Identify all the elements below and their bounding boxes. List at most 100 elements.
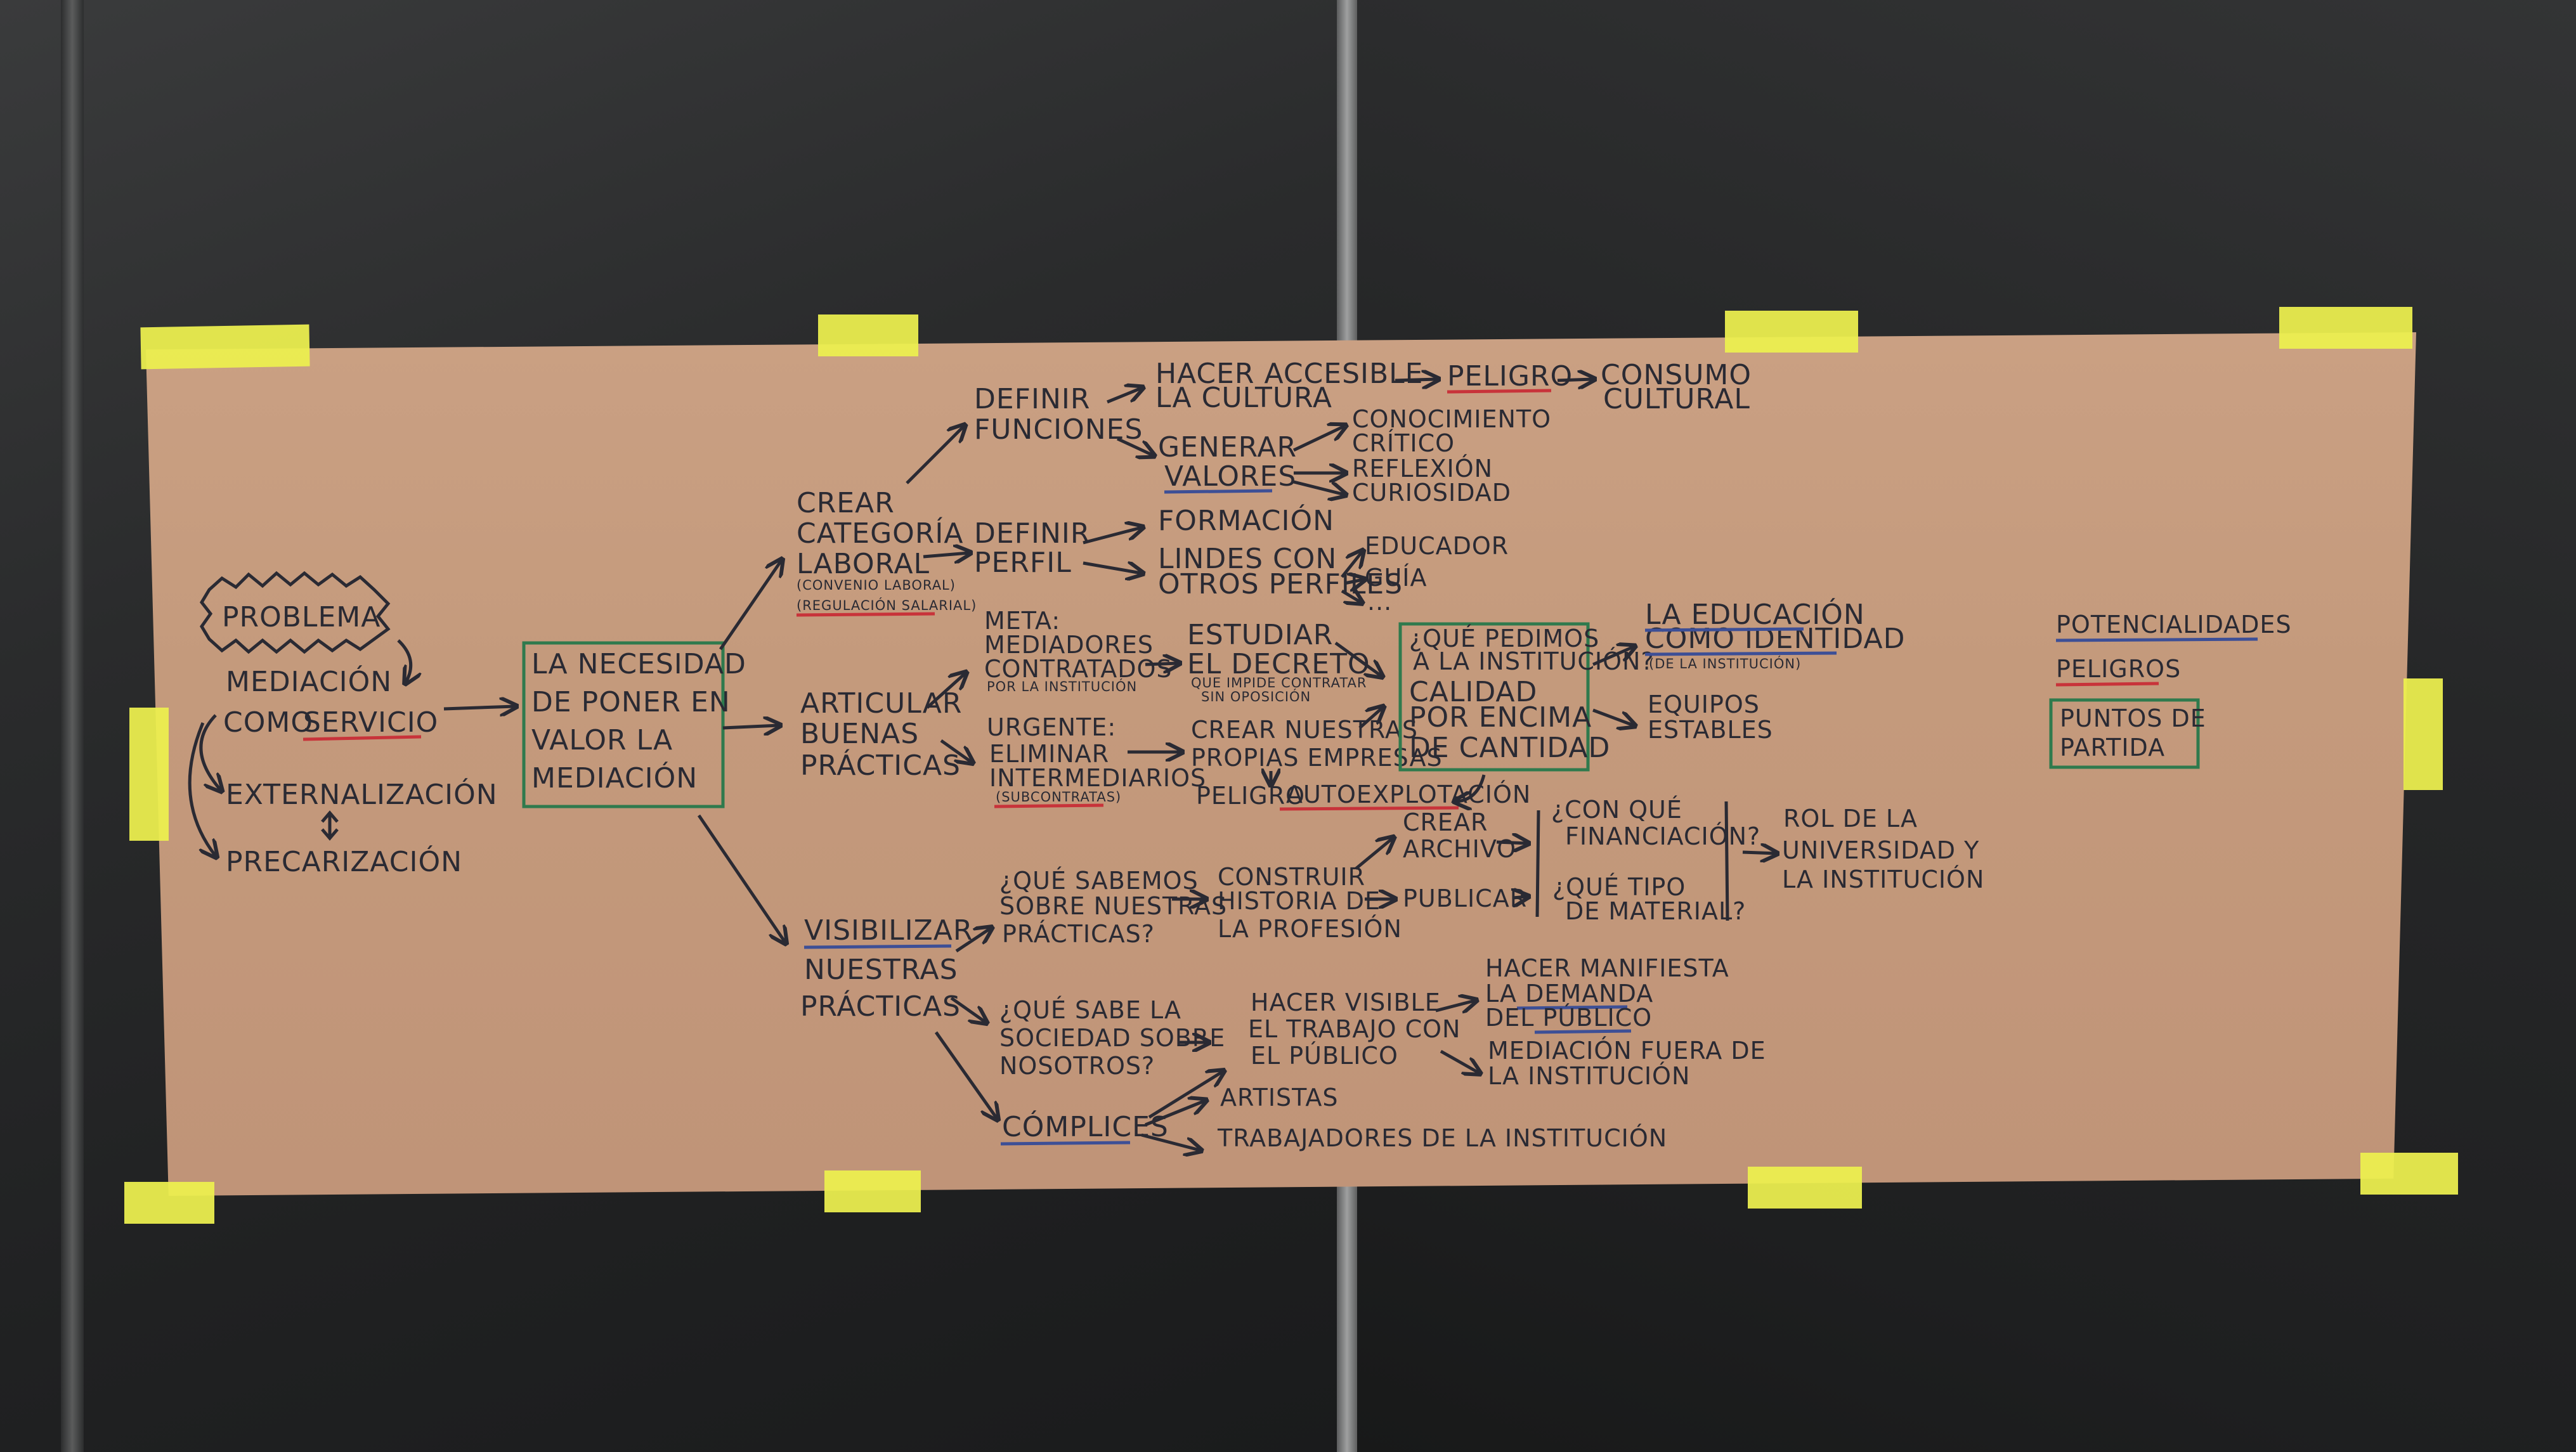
perfil-guia: GUÍA — [1365, 564, 1427, 592]
arrow-box-loop — [1456, 774, 1486, 801]
arrow-meta-to-estudiar — [1145, 663, 1178, 664]
trabajadores-text: TRABAJADORES DE LA INSTITUCIÓN — [1217, 1124, 1667, 1152]
arrow-construir-to-archivo — [1355, 838, 1393, 870]
convenio-note: (CONVENIO LABORAL) — [797, 578, 956, 593]
legend-blue-line — [2055, 637, 2258, 642]
problema-burst — [199, 571, 391, 654]
tape-left-middle — [129, 708, 169, 841]
visibilizar-underline — [803, 944, 952, 949]
tape-bottom-left — [124, 1182, 214, 1224]
hacer-accesible-1: HACER ACCESIBLE — [1155, 358, 1423, 390]
complices-underline — [1000, 1141, 1131, 1146]
crear-empresas-1: CREAR NUESTRAS — [1191, 716, 1418, 744]
demanda-underline — [1516, 1005, 1628, 1010]
manifiesta-3: DEL PÚBLICO — [1485, 1004, 1652, 1032]
valor-conocimiento: CONOCIMIENTO — [1352, 405, 1551, 433]
pedimos-2: A LA INSTITUCIÓN? — [1413, 647, 1655, 675]
arrow-accesible-to-peligro — [1395, 379, 1437, 380]
arrow-funciones-to-accesible — [1107, 388, 1142, 404]
hacer-accesible-2: LA CULTURA — [1155, 382, 1332, 414]
fuera-2: LA INSTITUCIÓN — [1488, 1062, 1690, 1090]
legend-red-line — [2055, 682, 2159, 687]
sabe-2: SOCIEDAD SOBRE — [999, 1024, 1225, 1052]
arrow-publicar-to-bracket — [1513, 897, 1527, 898]
perfil-etc: ... — [1367, 588, 1392, 616]
arrow-vis-to-sabemos — [955, 928, 991, 953]
material-1: ¿QUÉ TIPO — [1552, 873, 1686, 901]
arrow-visible-to-manifiesta — [1435, 1001, 1475, 1011]
arrow-peligro-to-consumo — [1557, 379, 1593, 380]
como-text: COMO — [223, 706, 313, 739]
center-line-1: LA NECESIDAD — [531, 648, 746, 680]
arrow-center-to-articular — [722, 725, 779, 728]
educacion-underline-1 — [1644, 627, 1804, 632]
rol-1: ROL DE LA — [1783, 805, 1918, 833]
pedimos-box — [1398, 622, 1590, 772]
urgente-2: ELIMINAR — [989, 740, 1109, 768]
crear-empresas-2: PROPIAS EMPRESAS — [1191, 744, 1443, 772]
crear-line-3: LABORAL — [797, 548, 930, 580]
educacion-note: (DE LA INSTITUCIÓN) — [1649, 656, 1801, 671]
calidad-2: POR ENCIMA — [1409, 701, 1592, 734]
definir-funciones-1: DEFINIR — [974, 383, 1090, 415]
subcontratas-underline — [994, 803, 1104, 808]
calidad-3: DE CANTIDAD — [1409, 732, 1610, 764]
autoexplotacion-underline — [1279, 806, 1459, 811]
educacion-underline-2 — [1644, 651, 1837, 656]
urgente-1: URGENTE: — [987, 713, 1116, 741]
arrow-box-to-equipos — [1592, 708, 1634, 725]
center-line-3: VALOR LA — [531, 724, 673, 756]
sabe-1: ¿QUÉ SABE LA — [999, 996, 1181, 1024]
educacion-2: COMO IDENTIDAD — [1645, 623, 1905, 655]
articular-1: ARTICULAR — [800, 687, 962, 720]
pedimos-1: ¿QUÉ PEDIMOS — [1409, 625, 1599, 652]
generar-2: VALORES — [1164, 460, 1296, 493]
construir-1: CONSTRUIR — [1218, 863, 1365, 891]
meta-2: MEDIADORES — [984, 631, 1154, 659]
arrow-funciones-to-generar — [1116, 437, 1153, 455]
legend-puntos-1: PUNTOS DE — [2060, 704, 2206, 732]
valor-curiosidad: CURIOSIDAD — [1352, 479, 1511, 507]
arrow-perfil-to-lindes — [1083, 563, 1142, 573]
sabe-3: NOSOTROS? — [999, 1052, 1155, 1080]
crear-archivo-1: CREAR — [1403, 808, 1488, 836]
articular-2: BUENAS — [800, 718, 919, 750]
estudiar-note-2: SIN OPOSICIÓN — [1201, 689, 1311, 704]
construir-3: LA PROFESIÓN — [1218, 915, 1402, 943]
arrow-articular-to-urgente — [940, 739, 972, 762]
regulacion-underline — [796, 612, 935, 617]
crear-line-2: CATEGORÍA — [797, 516, 963, 550]
valor-critico: CRÍTICO — [1352, 429, 1455, 457]
right-bracket — [1724, 801, 1729, 921]
arrow-to-curiosidad — [1293, 480, 1344, 495]
peligro-auto-1: PELIGRO — [1196, 782, 1305, 810]
visibilizar-3: PRÁCTICAS — [800, 989, 961, 1023]
center-box — [522, 641, 725, 808]
arrow-crear-to-perfil — [923, 553, 969, 557]
tape-bottom-3 — [1748, 1167, 1862, 1209]
lindes-1: LINDES CON — [1158, 543, 1337, 575]
arrow-to-precarizacion — [188, 722, 216, 856]
left-bracket — [1535, 810, 1540, 917]
arrow-to-etc — [1341, 591, 1361, 602]
consumo-1: CONSUMO — [1601, 359, 1752, 391]
servicio-underline — [302, 735, 422, 741]
publico-underline — [1534, 1029, 1632, 1034]
complices-text: CÓMPLICES — [1002, 1110, 1169, 1143]
arrow-estudiar-to-pedimos — [1334, 641, 1381, 676]
peligro-text: PELIGRO — [1447, 360, 1573, 392]
arrow-empresas-to-pedimos — [1358, 708, 1382, 729]
problema-title: PROBLEMA — [222, 601, 381, 633]
legend-potencialidades: POTENCIALIDADES — [2056, 611, 2292, 638]
meta-3: CONTRATADOS — [984, 655, 1173, 683]
mediacion-text: MEDIACIÓN — [226, 664, 392, 698]
arrow-complices-to-visible — [1148, 1072, 1223, 1119]
precarizacion-text: PRECARIZACIÓN — [226, 845, 462, 878]
sabemos-1: ¿QUÉ SABEMOS — [999, 867, 1199, 895]
hacer-visible-1: HACER VISIBLE — [1251, 989, 1441, 1016]
arrow-complices-to-artistas — [1145, 1101, 1205, 1127]
definir-perfil-2: PERFIL — [974, 547, 1072, 579]
arrow-to-educador — [1341, 552, 1362, 578]
manifiesta-1: HACER MANIFIESTA — [1485, 954, 1729, 982]
